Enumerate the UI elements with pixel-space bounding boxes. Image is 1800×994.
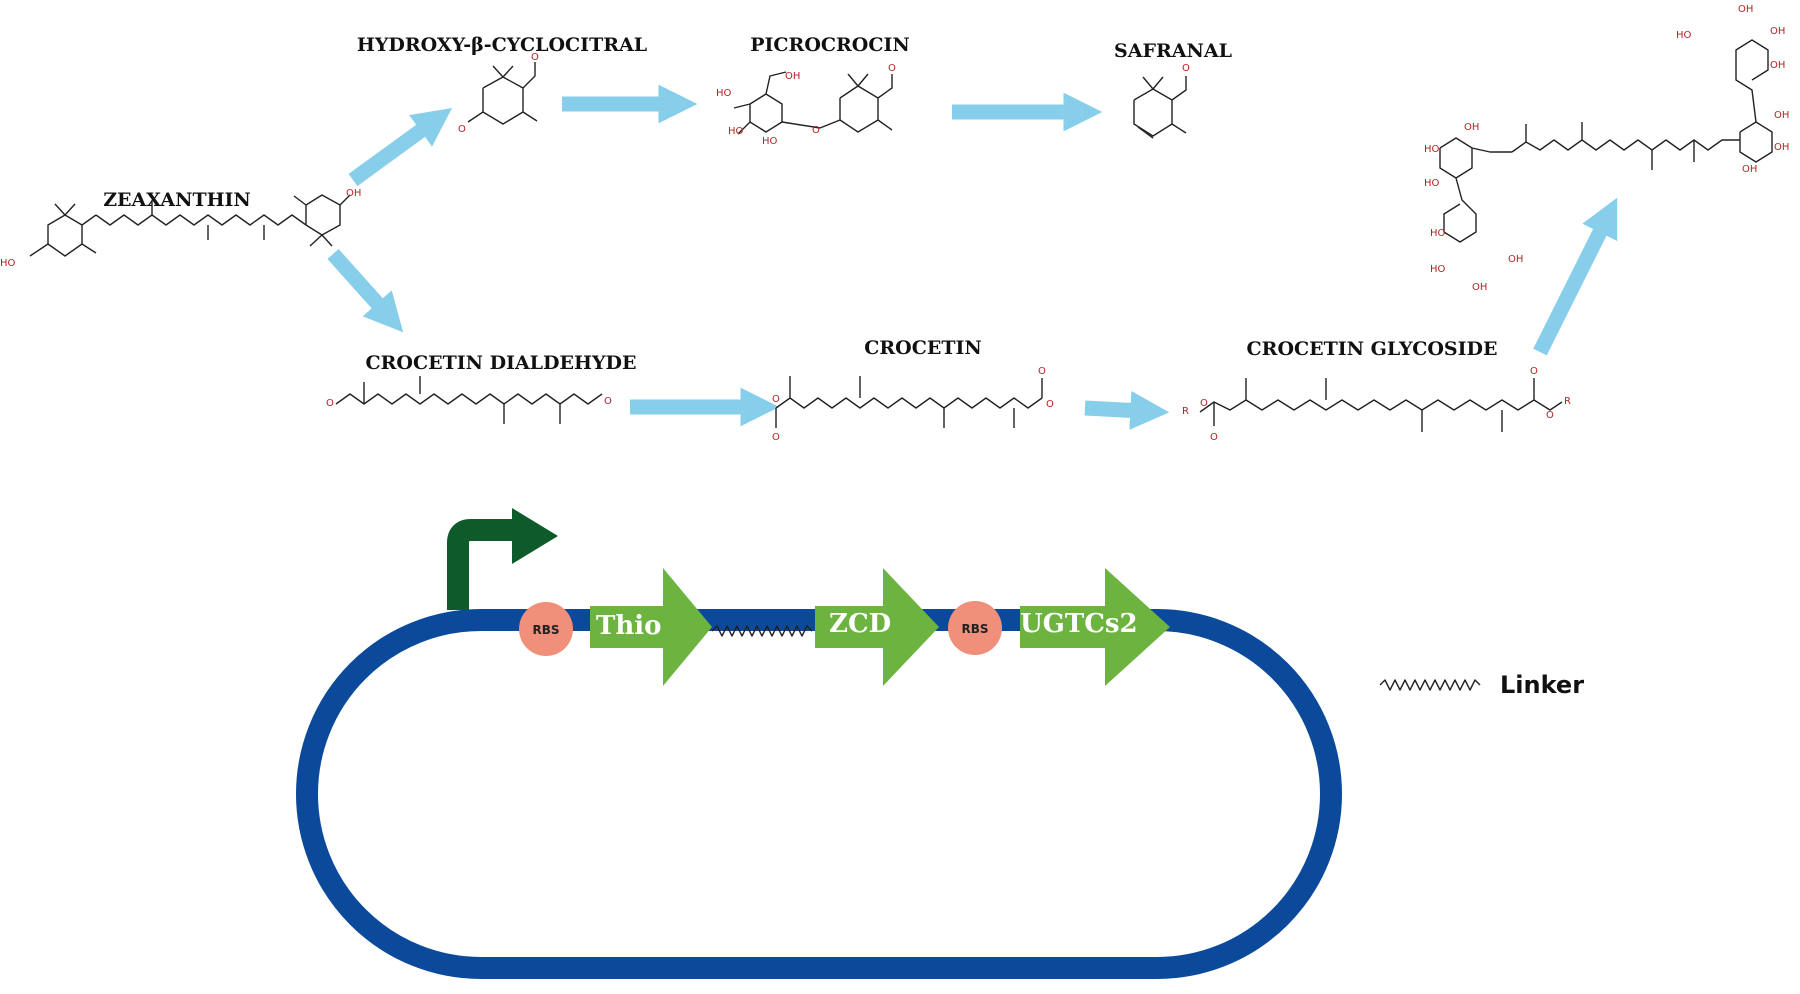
atom-picrocrocin-o: O — [812, 125, 820, 136]
atom-crocetin-o3: O — [1038, 366, 1046, 377]
atom-zeaxanthin-oh: OH — [346, 188, 361, 199]
pathway-arrows — [327, 84, 1618, 430]
atom-cyclocitral-o: O — [458, 124, 466, 135]
atom-crocin-oh9: OH — [1742, 164, 1757, 175]
atom-crocin-oh5: OH — [1770, 26, 1785, 37]
atom-crocin-oh3: OH — [1508, 254, 1523, 265]
structure-zeaxanthin: HO OH — [0, 188, 361, 269]
atom-crocin-oh7: OH — [1774, 110, 1789, 121]
promoter-arrowhead-icon — [512, 508, 558, 564]
arrow-zeaxanthin-to-crocetin-dialdehyde — [327, 248, 404, 333]
atom-crocin-ho5: HO — [1676, 30, 1692, 41]
atom-picrocrocin-aldehyde-o: O — [888, 63, 896, 74]
structure-crocetin-glycoside: O O O O R R — [1182, 366, 1571, 443]
atom-crocin-oh4: OH — [1738, 4, 1753, 15]
atom-crocin-oh8: OH — [1774, 142, 1789, 153]
atom-crocin-ho3: HO — [1430, 228, 1446, 239]
rbs-2-label: RBS — [961, 622, 988, 636]
structure-crocetin-dialdehyde: O O — [326, 376, 612, 424]
atom-zeaxanthin-ho: HO — [0, 258, 16, 269]
structure-hydroxy-cyclocitral: O O — [458, 52, 539, 135]
arrow-crocetin-glycoside-to-crocin — [1533, 197, 1618, 356]
plasmid-backbone — [296, 609, 1342, 979]
atom-glycoside-o3: O — [1530, 366, 1538, 377]
atom-crocetin-o1: O — [772, 394, 780, 405]
atom-dialdehyde-o2: O — [604, 396, 612, 407]
structure-crocin: HO HO OH HO HO OH OH HO OH OH OH OH OH O… — [1424, 4, 1789, 293]
structure-safranal: O — [1133, 63, 1190, 139]
linker-zigzag-icon — [711, 625, 813, 637]
atom-crocin-oh1: OH — [1464, 122, 1479, 133]
gene-thio-label: Thio — [596, 611, 661, 641]
atom-safranal-o: O — [1182, 63, 1190, 74]
promoter-icon — [447, 519, 520, 610]
atom-glycoside-r1: R — [1182, 406, 1189, 417]
rbs-1-icon — [519, 602, 573, 656]
structure-crocetin: O O O O — [772, 366, 1054, 443]
atom-crocetin-o2: O — [772, 432, 780, 443]
structure-picrocrocin: HO HO HO OH O O — [716, 63, 896, 147]
gene-zcd-label: ZCD — [829, 609, 891, 639]
label-picrocrocin: PICROCROCIN — [750, 34, 909, 56]
gene-ugtcs2-icon — [1020, 568, 1170, 686]
arrow-crocetin-to-crocetin-glycoside — [1084, 390, 1170, 430]
atom-picrocrocin-ho3: HO — [762, 136, 778, 147]
label-crocetin: CROCETIN — [864, 337, 981, 359]
atom-glycoside-o2: O — [1210, 432, 1218, 443]
label-crocetin-glycoside: CROCETIN GLYCOSIDE — [1247, 338, 1498, 360]
atom-picrocrocin-ho1: HO — [716, 88, 732, 99]
atom-crocin-ho1: HO — [1424, 144, 1440, 155]
gene-zcd-icon — [815, 568, 939, 686]
atom-picrocrocin-oh: OH — [785, 71, 800, 82]
atom-crocin-oh6: OH — [1770, 60, 1785, 71]
label-hydroxy-cyclocitral: HYDROXY-β-CYCLOCITRAL — [357, 34, 647, 56]
gene-thio-icon — [590, 568, 712, 686]
atom-glycoside-o4: O — [1546, 410, 1554, 421]
compound-labels: ZEAXANTHIN HYDROXY-β-CYCLOCITRAL PICROCR… — [103, 34, 1497, 374]
rbs-1-label: RBS — [532, 623, 559, 637]
atom-crocin-oh2: OH — [1472, 282, 1487, 293]
legend-linker-label: Linker — [1500, 671, 1584, 699]
rbs-2-icon — [948, 601, 1002, 655]
atom-crocetin-o4: O — [1046, 399, 1054, 410]
gene-ugtcs2-label: UGTCs2 — [1020, 609, 1138, 639]
label-safranal: SAFRANAL — [1114, 40, 1232, 62]
arrow-zeaxanthin-to-hydroxy-cyclocitral — [348, 107, 453, 187]
atom-dialdehyde-o1: O — [326, 398, 334, 409]
atom-glycoside-o1: O — [1200, 398, 1208, 409]
atom-glycoside-r2: R — [1564, 396, 1571, 407]
label-zeaxanthin: ZEAXANTHIN — [103, 189, 251, 211]
label-crocetin-dialdehyde: CROCETIN DIALDEHYDE — [366, 352, 637, 374]
atom-picrocrocin-ho2: HO — [728, 126, 744, 137]
plasmid-construct: RBS Thio ZCD RBS UGTCs2 Linker — [296, 508, 1584, 979]
atom-crocin-ho2: HO — [1424, 178, 1440, 189]
atom-cyclocitral-aldehyde-o: O — [531, 52, 539, 63]
legend-linker-icon — [1379, 679, 1481, 691]
atom-crocin-ho4: HO — [1430, 264, 1446, 275]
